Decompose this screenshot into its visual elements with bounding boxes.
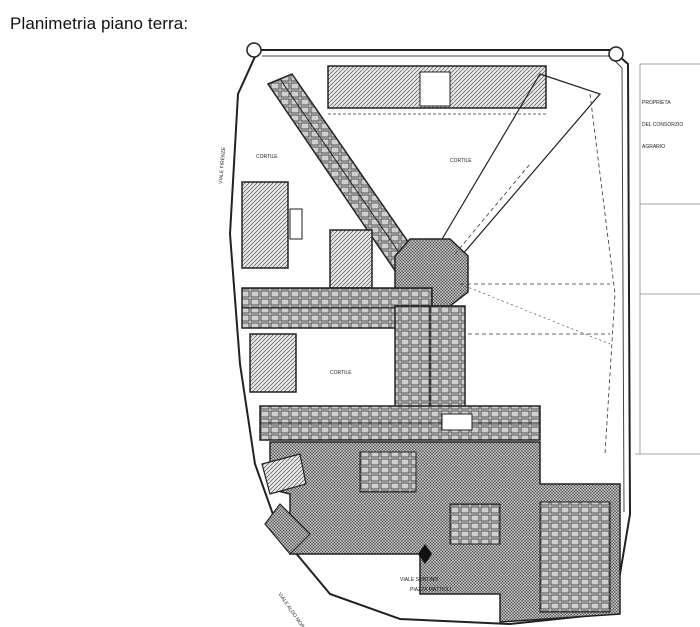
building-south xyxy=(269,441,621,623)
building-square xyxy=(329,229,373,289)
label-bottom-2: PIAZZA MATTIOLI xyxy=(410,587,451,593)
label-cortile-north: CORTILE xyxy=(450,158,472,164)
tower-nw xyxy=(246,42,262,58)
building-west xyxy=(241,181,289,269)
entrance-arrow xyxy=(418,544,432,564)
label-street-bottom: VIALE ALDO MORO xyxy=(276,592,307,627)
label-right-1: PROPRIETA xyxy=(642,100,671,106)
label-cortile-west: CORTILE xyxy=(256,154,278,160)
label-bottom-1: VIALE SORTINO xyxy=(400,577,438,583)
label-left-street: VIALE FIRENZE xyxy=(218,146,227,184)
building-west-lower xyxy=(249,333,297,393)
label-right-2: DEL CONSORZIO xyxy=(642,122,683,128)
floor-plan-drawing: CORTILE CORTILE CORTILE VIALE SORTINO PI… xyxy=(210,34,700,627)
page-title: Planimetria piano terra: xyxy=(10,14,189,33)
tower-ne xyxy=(608,46,624,62)
label-cortile-centre: CORTILE xyxy=(330,370,352,376)
label-right-3: AGRARIO xyxy=(642,144,665,150)
perimeter-wall xyxy=(228,49,632,626)
